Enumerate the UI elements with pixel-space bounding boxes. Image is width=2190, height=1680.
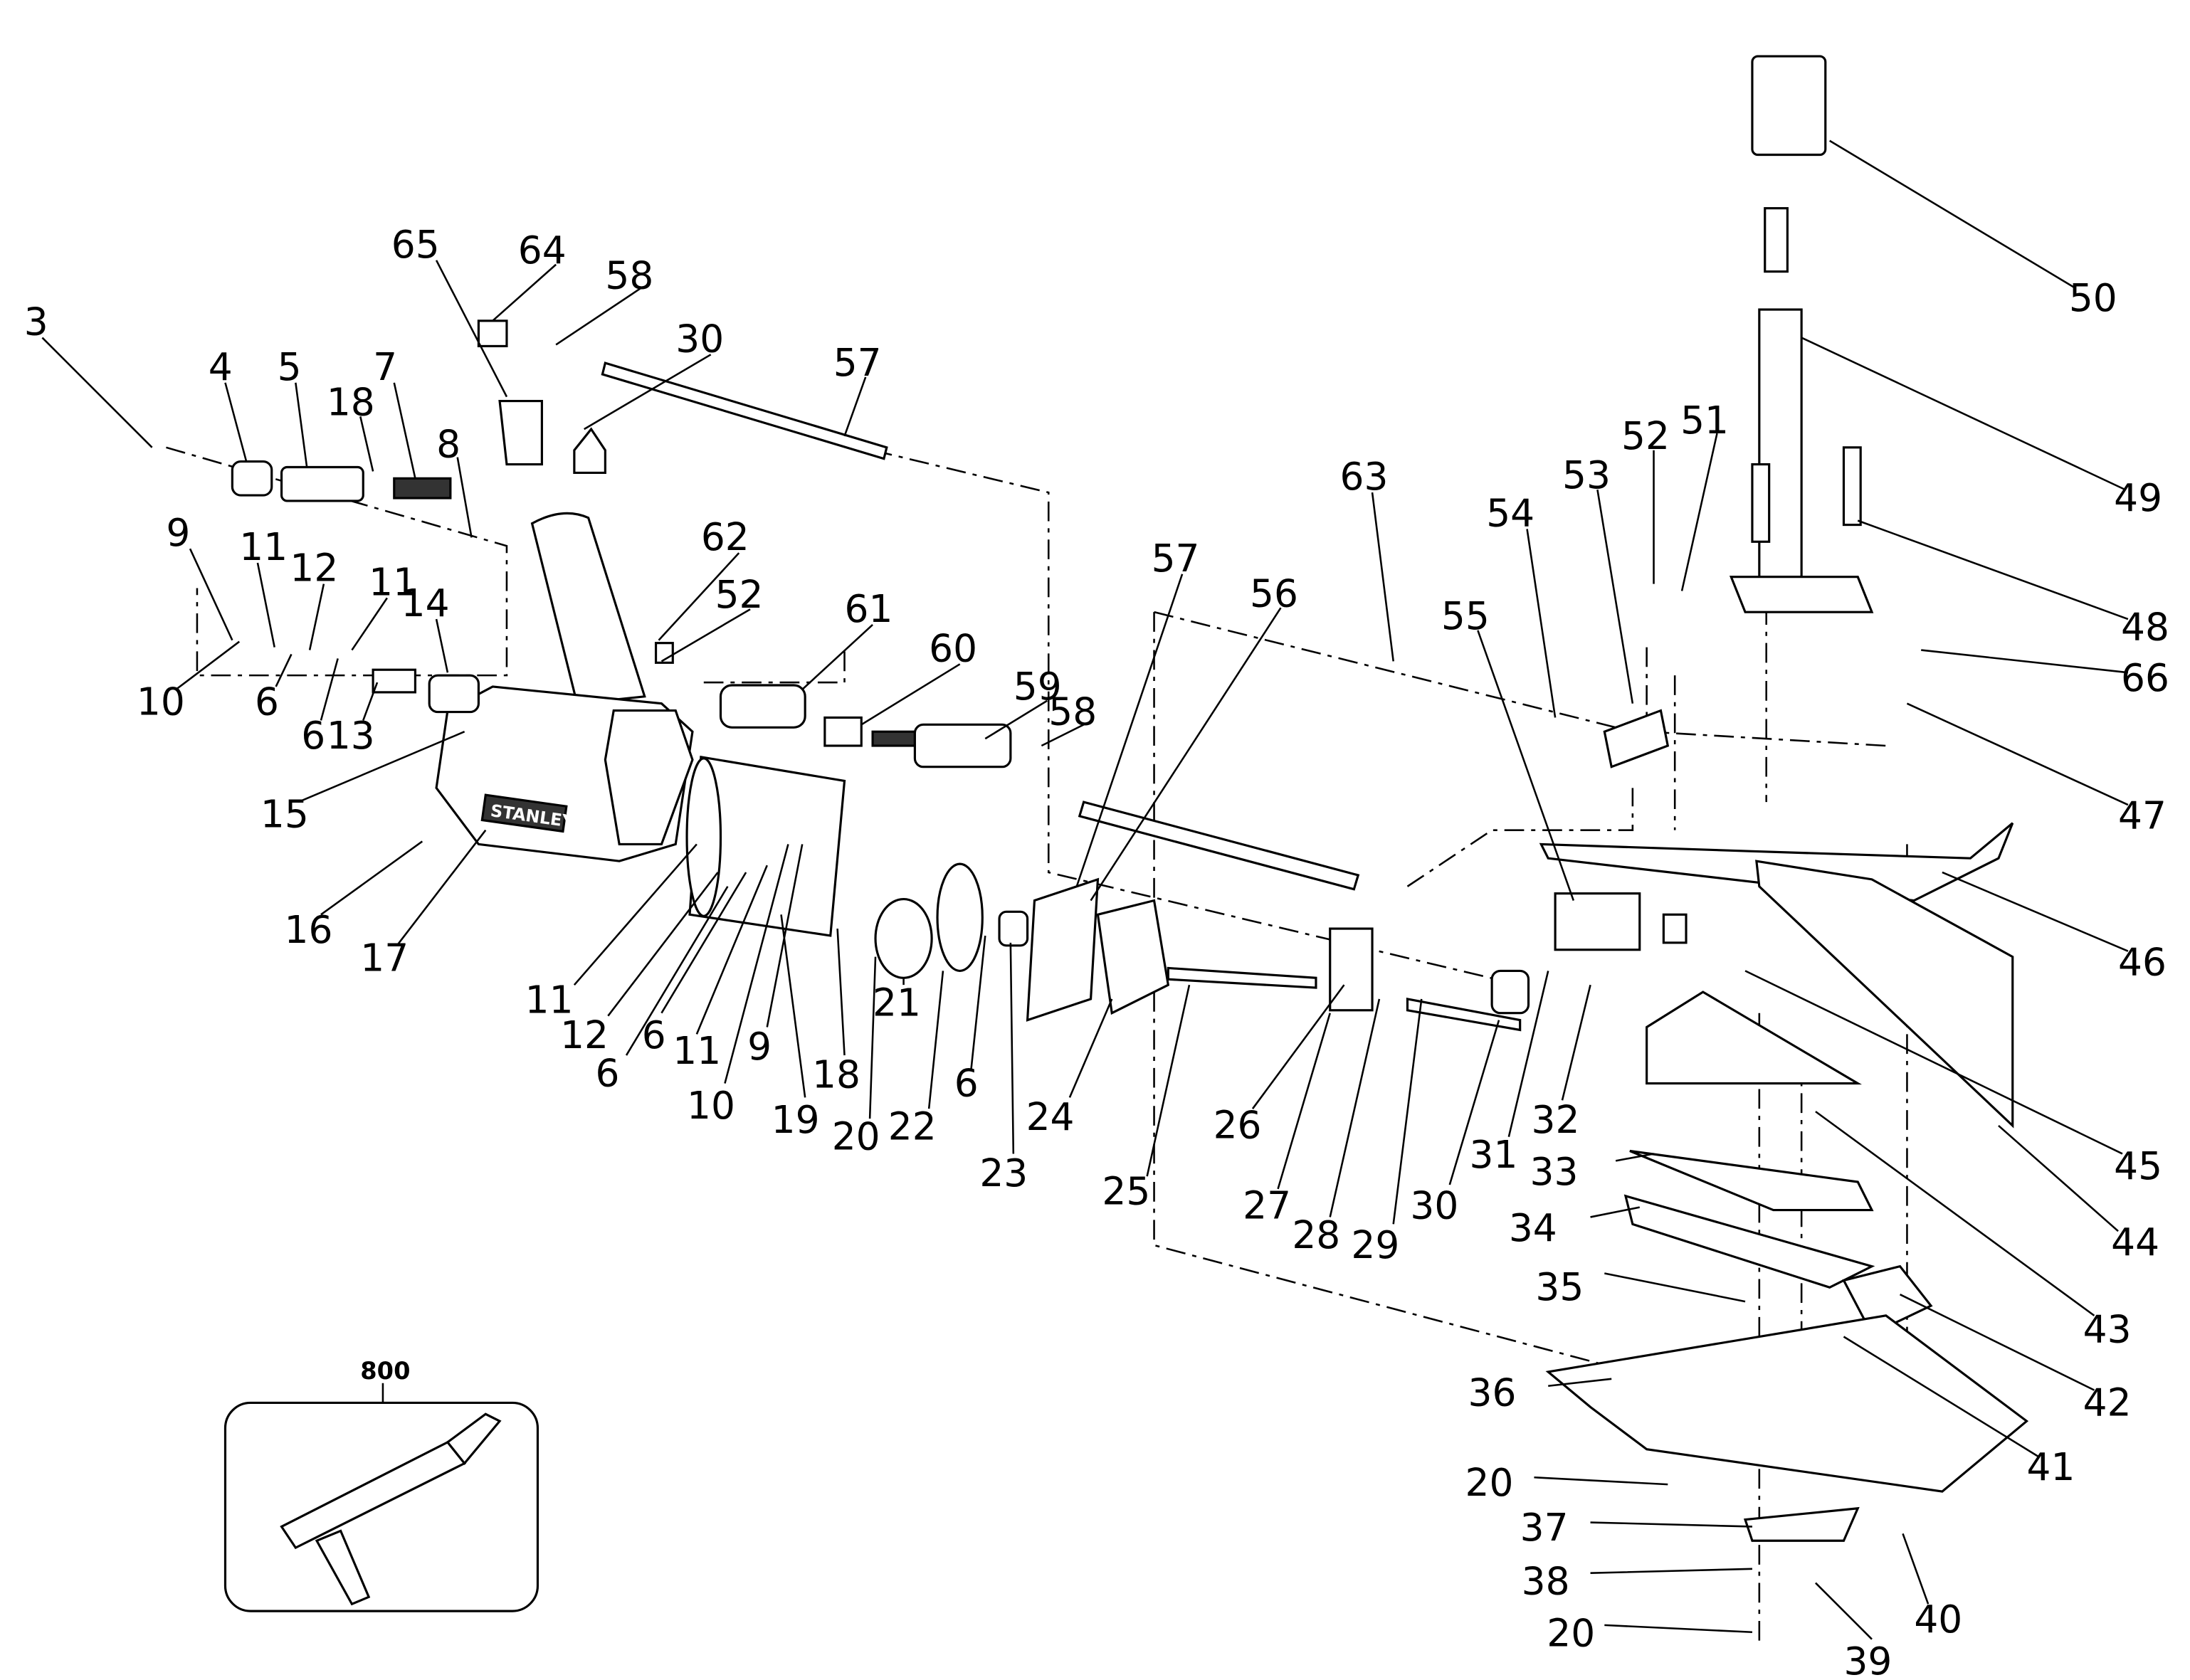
part-label: 11 <box>239 524 288 569</box>
part-label: 5 <box>278 344 302 389</box>
part-label: 26 <box>1214 1103 1262 1148</box>
part-label: 39 <box>1843 1639 1892 1680</box>
part-label: 50 <box>2069 275 2117 320</box>
part-label: 30 <box>1410 1183 1458 1227</box>
part-label: 31 <box>1469 1132 1517 1177</box>
part-label: 41 <box>2027 1444 2075 1489</box>
part-label: 38 <box>1522 1558 1570 1603</box>
part-label: 43 <box>2083 1306 2132 1351</box>
part-label: 23 <box>979 1151 1028 1195</box>
part-label: 20 <box>1547 1611 1595 1656</box>
part-label: 46 <box>2118 939 2167 984</box>
inset-800: 800 <box>223 1357 539 1612</box>
part-label: 56 <box>1250 571 1298 616</box>
part-label: 6 <box>596 1051 620 1096</box>
part-label: 60 <box>929 625 977 670</box>
part-label: 45 <box>2114 1143 2162 1188</box>
part-label: 42 <box>2083 1380 2132 1425</box>
part-label: 4 <box>209 344 233 389</box>
part-label: 19 <box>772 1097 820 1142</box>
part-label: 6 <box>255 680 279 724</box>
part-label: 20 <box>832 1114 880 1159</box>
part-labels: 3 4 5 18 7 65 64 58 30 57 8 9 11 12 11 1… <box>24 222 2169 1680</box>
part-label: 10 <box>137 680 185 724</box>
part-label: 30 <box>675 316 724 361</box>
part-label: 9 <box>166 510 190 555</box>
part-label: 49 <box>2114 475 2162 520</box>
part-label: 21 <box>873 981 921 1025</box>
upper-parts <box>231 319 1360 891</box>
part-label: 62 <box>701 514 749 559</box>
part-label: 6 <box>301 713 325 758</box>
part-label: 65 <box>391 222 440 267</box>
part-label: 8 <box>436 422 460 467</box>
part-label: 35 <box>1535 1264 1584 1309</box>
part-label: 51 <box>1680 398 1729 443</box>
part-label: 13 <box>327 713 375 758</box>
part-label: 29 <box>1351 1222 1399 1267</box>
part-label: 63 <box>1340 454 1389 499</box>
part-label: 20 <box>1465 1460 1514 1505</box>
part-label: 3 <box>24 300 48 344</box>
part-label: 10 <box>687 1083 735 1128</box>
part-label: 64 <box>518 228 567 273</box>
part-label: 34 <box>1509 1205 1557 1250</box>
part-label: 40 <box>1914 1597 1962 1642</box>
part-label: 11 <box>525 978 574 1023</box>
part-label: 53 <box>1562 453 1611 497</box>
part-label: 22 <box>888 1104 937 1149</box>
part-label: 12 <box>560 1013 609 1057</box>
part-label: 9 <box>747 1024 772 1069</box>
part-label: 12 <box>290 546 338 591</box>
part-label: 55 <box>1441 593 1490 638</box>
part-label: 7 <box>373 344 397 389</box>
part-label: 36 <box>1468 1370 1517 1415</box>
part-label: 32 <box>1531 1097 1579 1142</box>
part-label: 57 <box>1152 536 1200 581</box>
part-label: 27 <box>1243 1183 1291 1227</box>
middle-parts <box>874 862 1688 1032</box>
leader-lines <box>41 139 2129 1640</box>
part-label: 16 <box>285 907 333 952</box>
part-label: 58 <box>605 253 653 297</box>
part-label: 18 <box>327 379 375 424</box>
part-label: 24 <box>1026 1094 1075 1139</box>
part-label: 18 <box>812 1052 860 1097</box>
part-label: 6 <box>642 1013 666 1057</box>
part-label: 17 <box>360 935 409 980</box>
part-label: 52 <box>715 572 764 617</box>
inset-label: 800 <box>360 1357 410 1385</box>
part-label: 6 <box>954 1060 979 1105</box>
part-label: 59 <box>1014 664 1062 709</box>
part-label: 57 <box>833 340 882 385</box>
part-label: 37 <box>1520 1505 1569 1550</box>
part-label: 25 <box>1102 1169 1150 1214</box>
part-label: 48 <box>2121 605 2169 650</box>
part-label: 54 <box>1486 491 1534 536</box>
part-label: 61 <box>845 586 893 631</box>
part-label: 14 <box>401 581 450 625</box>
part-label: 58 <box>1048 689 1097 734</box>
tool-housing: STANLEY <box>435 512 846 937</box>
part-label: 66 <box>2121 655 2169 700</box>
part-label: 11 <box>369 559 417 604</box>
stanley-nameplate <box>480 793 568 833</box>
part-label: 15 <box>260 792 309 837</box>
part-label: 52 <box>1621 413 1670 458</box>
right-assembly <box>1539 55 2029 1542</box>
part-label: 11 <box>673 1028 721 1073</box>
part-label: 33 <box>1530 1149 1579 1194</box>
part-label: 44 <box>2111 1220 2159 1264</box>
part-label: 28 <box>1292 1213 1340 1257</box>
part-label: 47 <box>2118 793 2167 838</box>
